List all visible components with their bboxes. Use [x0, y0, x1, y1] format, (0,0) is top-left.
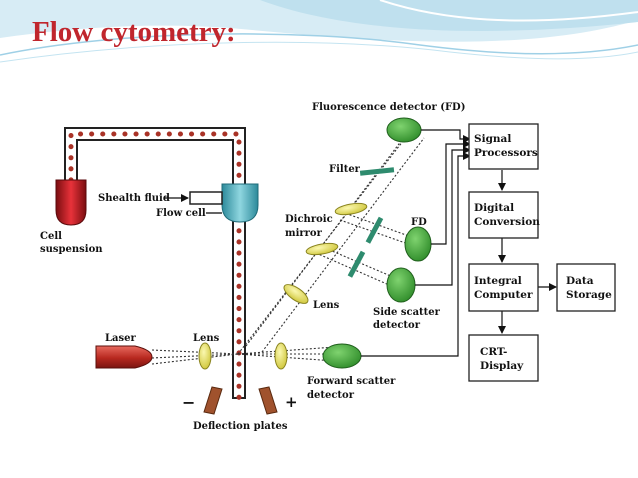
- signal-processors-box: [468, 123, 539, 170]
- integral-computer-box: [468, 263, 539, 312]
- data-storage-label-1: Data: [566, 275, 594, 287]
- dichroic-label: Dichroic: [285, 214, 333, 225]
- dichroic-mirror-upper: [334, 202, 368, 216]
- data-storage-box: [556, 263, 616, 312]
- digital-conversion-box: [468, 191, 539, 239]
- lens-side: [283, 284, 309, 304]
- side-scatter-label-1: Side scatter: [373, 307, 441, 318]
- lens-upper-label: Lens: [313, 300, 340, 311]
- integral-computer-label-1: Integral: [474, 275, 522, 287]
- lens-forward: [274, 342, 288, 370]
- fluorescence-detector-label: Fluorescence detector (FD): [312, 102, 465, 113]
- digital-conversion-label-2: Conversion: [474, 216, 540, 228]
- header-waves: [0, 0, 638, 63]
- signal-processors-label-1: Signal: [474, 133, 511, 145]
- forward-scatter-label-2: detector: [307, 390, 355, 401]
- signal-wires: [361, 129, 557, 357]
- slide-title: Flow cytometry:: [32, 16, 236, 48]
- side-scatter-detector: [386, 267, 416, 303]
- sheath-fluid-label: Shealth fluid: [98, 193, 170, 204]
- laser-source: [95, 345, 153, 369]
- laser-label: Laser: [105, 333, 137, 344]
- mirror-label: mirror: [285, 228, 323, 239]
- lens-laser: [198, 342, 212, 370]
- forward-scatter-label-1: Forward scatter: [307, 376, 396, 387]
- lens-lower-label: Lens: [193, 333, 220, 344]
- deflection-plate-left: [203, 386, 223, 415]
- fluorescence-detector: [386, 117, 422, 143]
- fluid-tubing: [64, 127, 246, 401]
- digital-conversion-label-1: Digital: [474, 202, 514, 214]
- cell-suspension-tube: [55, 179, 87, 226]
- integral-computer-label-2: Computer: [474, 289, 533, 301]
- deflection-plate-right: [258, 386, 278, 415]
- sheath-fluid-inlet: [189, 191, 223, 205]
- side-scatter-label-2: detector: [373, 320, 421, 331]
- flow-cell-label: Flow cell: [156, 208, 206, 219]
- signal-processors-label-2: Processors: [474, 147, 538, 159]
- crt-display-label-2: Display: [480, 360, 524, 372]
- deflection-plates-label: Deflection plates: [193, 421, 288, 432]
- processing-boxes: [468, 123, 616, 382]
- minus-sign: −: [182, 393, 195, 412]
- plus-sign: +: [285, 393, 298, 411]
- filters: [347, 167, 395, 278]
- crt-display-label-1: CRT-: [480, 346, 507, 358]
- crt-display-box: [468, 334, 539, 382]
- data-storage-label-2: Storage: [566, 289, 612, 301]
- fd-detector: [404, 226, 432, 262]
- forward-scatter-detector: [322, 343, 362, 369]
- cell-label: Cell: [40, 231, 62, 242]
- filter-label: Filter: [329, 164, 361, 175]
- suspension-label: suspension: [40, 244, 103, 255]
- dichroic-mirror-lower: [305, 242, 339, 256]
- flow-cell: [221, 183, 259, 223]
- fd-label: FD: [411, 217, 427, 228]
